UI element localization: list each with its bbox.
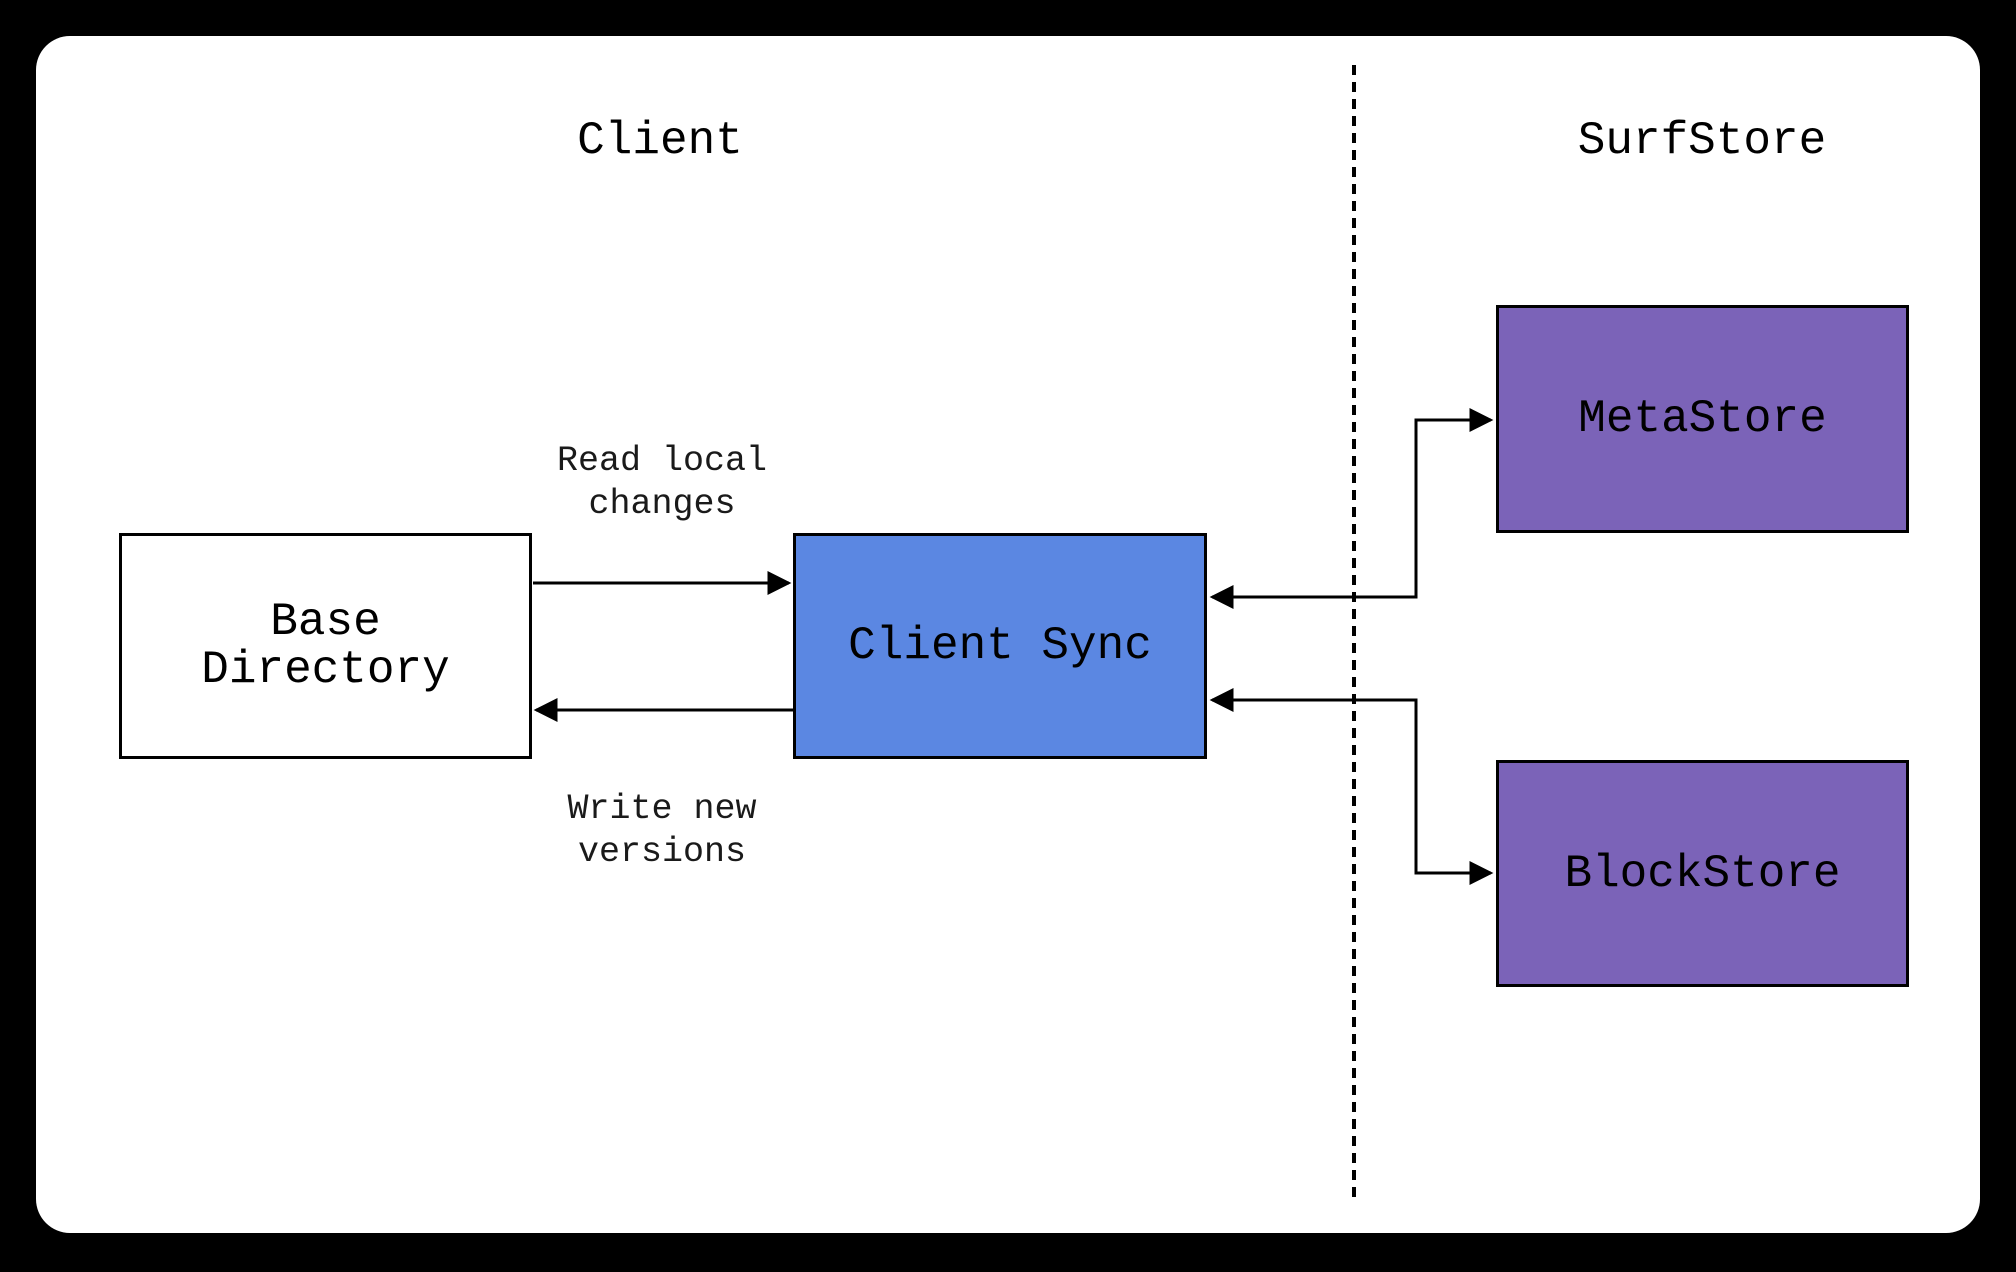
base-directory-node: Base Directory: [119, 533, 532, 759]
client-sync-node: Client Sync: [793, 533, 1207, 759]
write-new-versions-label: Write new versions: [567, 789, 757, 872]
blockstore-node: BlockStore: [1496, 760, 1909, 987]
blockstore-label: BlockStore: [1564, 847, 1841, 900]
surfstore-section-title: SurfStore: [1577, 115, 1827, 167]
client-section-title: Client: [577, 115, 743, 167]
base-directory-label: Base Directory: [201, 596, 450, 696]
metastore-label: MetaStore: [1578, 393, 1827, 445]
client-sync-label: Client Sync: [848, 620, 1152, 672]
metastore-node: MetaStore: [1496, 305, 1909, 533]
read-local-changes-label: Read local changes: [556, 441, 768, 524]
